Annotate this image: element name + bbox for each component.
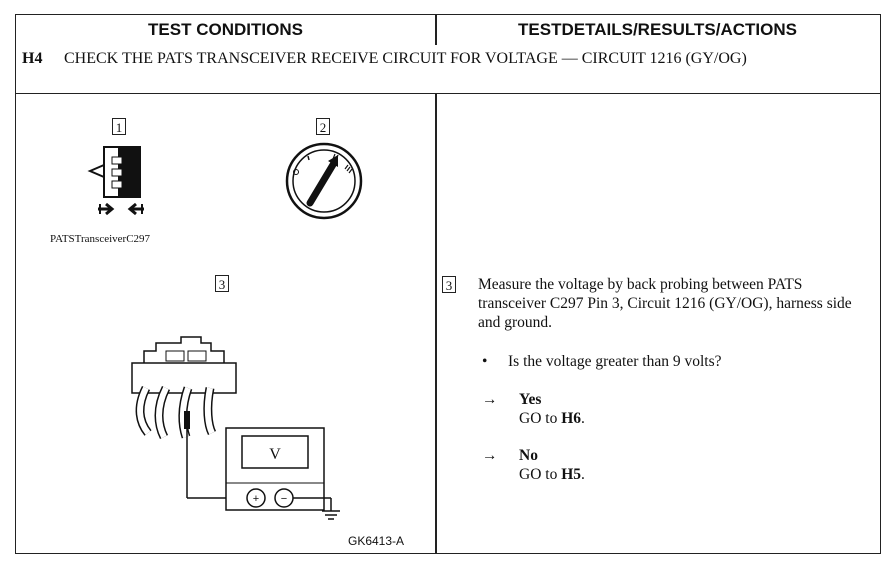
figure-number-1: 1 [112,118,126,135]
step-title: CHECK THE PATS TRANSCEIVER RECEIVE CIRCU… [64,50,747,67]
detail-question: Is the voltage greater than 9 volts? [508,353,722,370]
step-row: H4 CHECK THE PATS TRANSCEIVER RECEIVE CI… [16,45,880,94]
detail-instruction: Measure the voltage by back probing betw… [478,276,852,331]
yes-arrow: → [482,391,498,408]
yes-action-prefix: GO to [519,410,558,427]
no-label: No [519,447,538,464]
step-id: H4 [22,50,43,67]
figure-number-2: 2 [316,118,330,135]
meter-symbol: V [269,446,281,463]
meter-minus: − [281,493,287,505]
header-test-conditions: TEST CONDITIONS [148,20,303,39]
yes-target: H6 [561,410,582,427]
no-action: GO to H5. [519,465,585,484]
no-period: . [581,466,585,483]
figure-id: GK6413-A [348,534,405,548]
no-target: H5 [561,466,582,483]
column-divider [435,93,437,553]
no-arrow: → [482,447,498,464]
connector-caption: PATSTransceiverC297 [50,233,151,245]
question-bullet: • [482,353,488,370]
connector-disconnect-icon [87,146,144,216]
yes-action: GO to H6. [519,409,585,428]
test-procedure-table: TEST CONDITIONS TESTDETAILS/RESULTS/ACTI… [15,14,881,554]
detail-step-number: 3 [442,276,456,293]
header-divider [435,15,437,45]
no-action-prefix: GO to [519,466,558,483]
yes-label: Yes [519,391,542,408]
meter-plus: + [253,493,259,505]
figure-number-3: 3 [215,275,229,292]
yes-period: . [581,410,585,427]
voltmeter-backprobe-diagram: V + − [131,336,340,520]
ignition-switch-icon [285,142,363,220]
header-row: TEST CONDITIONS TESTDETAILS/RESULTS/ACTI… [16,15,880,46]
header-test-details: TESTDETAILS/RESULTS/ACTIONS [518,20,797,39]
